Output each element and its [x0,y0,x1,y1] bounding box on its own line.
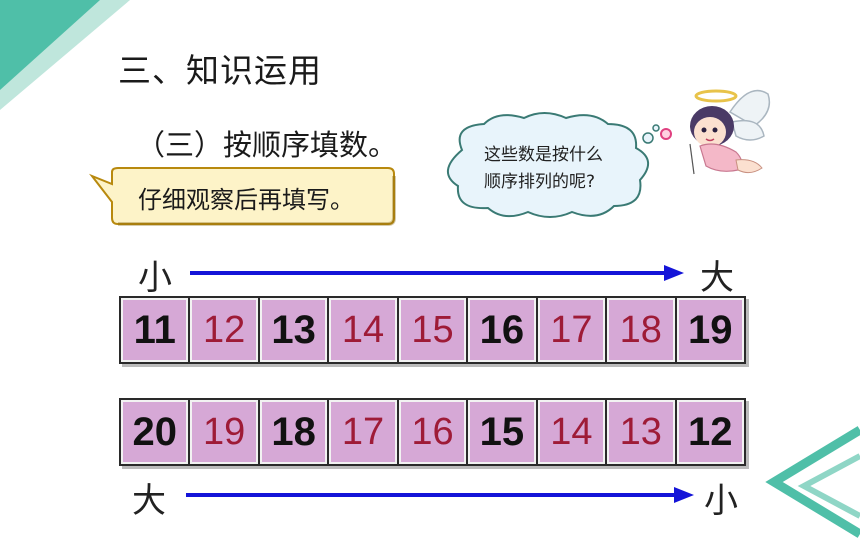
section-title: 三、知识运用 [118,51,322,90]
filled-number-cell: 16 [398,400,467,464]
arrow-right-bottom [186,487,694,503]
label-small-top: 小 [138,258,172,298]
thought-line-2: 顺序排列的呢? [484,172,596,192]
label-big-top: 大 [700,258,734,298]
hint-speech-box [88,167,396,226]
arrow-right-top [190,265,684,281]
thought-text: 这些数是按什么 顺序排列的呢? [484,142,603,196]
exercise-title: （三）按顺序填数。 [136,128,398,162]
filled-number-cell: 18 [607,298,675,362]
label-big-bottom: 大 [132,481,166,521]
filled-number-cell: 17 [537,298,606,362]
filled-number-cell: 15 [398,298,467,362]
filled-number-cell: 17 [329,400,397,464]
given-number-cell: 20 [121,400,189,464]
angel-character-illustration [660,89,771,175]
hint-text: 仔细观察后再填写。 [138,186,354,214]
filled-number-cell: 12 [190,298,258,362]
filled-number-cell: 19 [190,400,258,464]
given-number-cell: 11 [121,298,189,362]
given-number-cell: 16 [468,298,536,362]
given-number-cell: 19 [676,298,744,362]
thought-line-1: 这些数是按什么 [484,145,603,165]
label-small-bottom: 小 [704,481,738,521]
corner-decoration-top-left [0,0,130,110]
corner-decoration-bottom-right [765,426,860,538]
given-number-cell: 12 [676,400,744,464]
given-number-cell: 15 [468,400,536,464]
given-number-cell: 18 [259,400,328,464]
filled-number-cell: 14 [537,400,606,464]
thought-cloud [447,112,660,218]
filled-number-cell: 14 [329,298,397,362]
filled-number-cell: 13 [607,400,675,464]
given-number-cell: 13 [259,298,328,362]
